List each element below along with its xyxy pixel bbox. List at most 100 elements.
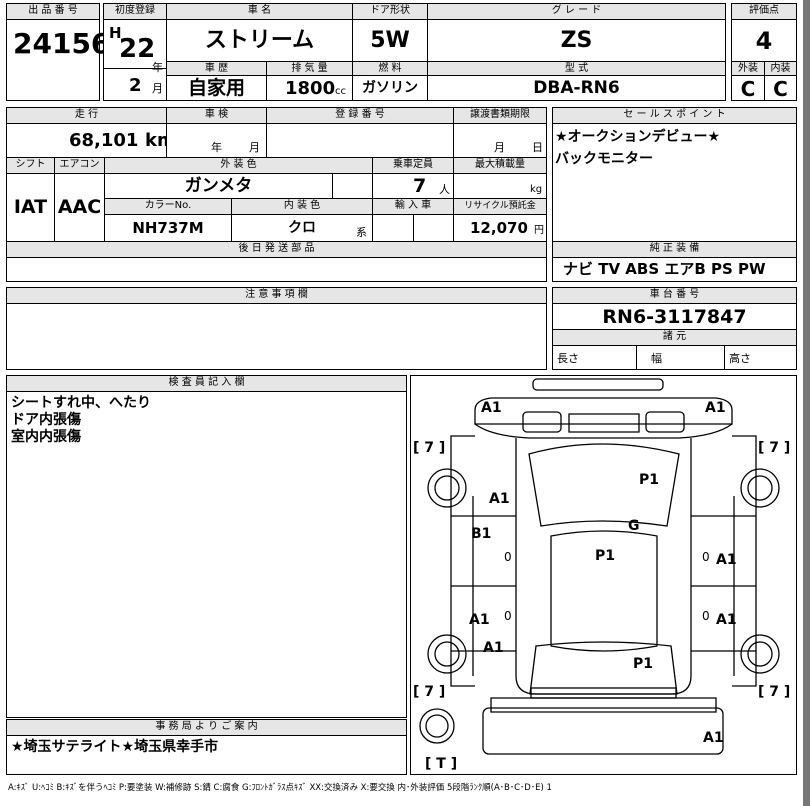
month-unit: 月 [152,82,163,95]
year-unit: 年 [152,61,163,74]
length-cell: 長さ [552,345,637,370]
damage-mark: A1 [469,612,490,628]
transfer-cell: 月 日 [453,123,547,158]
lot-number: 24156 [13,27,111,60]
mileage: 68,101 [69,130,139,151]
color-no: NH737M [132,219,204,237]
aircon: AAC [57,196,102,218]
interior-grade: C [773,77,788,101]
inspector-note-2: ドア内張傷 [11,412,81,428]
notes-cell [6,303,547,370]
office-note: ★埼玉サテライト★埼玉県幸手市 [11,739,219,755]
displacement-cell: 1800 cc [266,75,353,101]
aircon-cell: AAC [54,173,105,242]
color-no-label: カラーNo. [104,198,232,215]
model-cell: DBA-RN6 [427,75,726,101]
ext-color-extra [332,173,373,199]
ext-color-label: 外 装 色 [104,157,373,174]
shift-label: シフト [6,157,55,174]
max-load-cell: kg [453,173,547,199]
first-reg-cell: H 22 年 2 月 [103,19,167,101]
sales-point-label: セ ー ル ス ポ イ ン ト [552,107,797,124]
inspector-note-3: 室内内張傷 [11,429,81,445]
damage-mark: B1 [471,526,492,542]
equipment-label: 純 正 装 備 [552,241,797,258]
car-name: ストリーム [204,28,315,53]
max-load-label: 最大積載量 [453,157,547,174]
cc-unit: cc [335,86,346,97]
tire-tread-rl: [ 7 ] [413,684,446,700]
fuel-label: 燃 料 [352,61,428,76]
length-label: 長さ [557,352,579,365]
zero-mark: 0 [702,550,710,564]
equipment-cell: ナビ TV ABS エアB PS PW [552,257,797,282]
score: 4 [755,27,773,55]
tire-tread-fr: [ 7 ] [758,440,791,456]
interior-cell: C [764,75,797,101]
office-cell: ★埼玉サテライト★埼玉県幸手市 [6,735,407,775]
inspection-cell: 年 月 [166,123,267,158]
transfer-day-unit: 日 [532,141,543,154]
zero-mark: 0 [504,609,512,623]
exterior-grade: C [740,77,756,101]
color-no-cell: NH737M [104,214,232,242]
office-label: 事 務 局 よ り ご 案 内 [6,719,407,736]
car-diagram: A1 A1 A1 P1 G B1 P1 A1 A1 A1 A1 P1 A1 [ … [410,375,797,775]
door-label: ドア形状 [352,3,428,20]
car-name-cell: ストリーム [166,19,353,62]
int-color-label: 内 装 色 [231,198,373,215]
damage-mark: P1 [595,548,616,564]
damage-mark: A1 [489,491,510,507]
model-label: 型 式 [427,61,726,76]
lot-label: 出 品 番 号 [6,3,100,20]
chassis-number: RN6-3117847 [602,306,747,328]
int-color: クロ [288,220,316,236]
shift-cell: IAT [6,173,55,242]
capacity: 7 [413,175,427,197]
sales-point-2: バックモニター [555,151,653,167]
car-diagram-drawing [419,378,780,755]
inspection-month-unit: 月 [249,141,260,154]
import-cell-1 [372,214,414,242]
damage-mark: G [628,518,640,534]
era: H [109,24,122,42]
import-label: 輸 入 車 [372,198,454,215]
mileage-label: 走 行 [6,107,167,124]
damage-mark: A1 [481,400,502,416]
damage-mark: A1 [703,730,724,746]
fuel: ガソリン [362,80,418,96]
inspector-note-1: シートすれ中、へたり [11,395,151,411]
model-code: DBA-RN6 [533,78,620,98]
transfer-month-unit: 月 [494,141,505,154]
car-name-label: 車 名 [166,3,353,20]
import-cell-2 [413,214,454,242]
interior-label: 内装 [764,61,797,76]
inspector-notes-cell: シートすれ中、へたり ドア内張傷 室内内張傷 [6,391,407,718]
inspector-label: 検 査 員 記 入 欄 [6,375,407,392]
yen-unit: 円 [534,225,544,236]
displacement-label: 排 気 量 [266,61,353,76]
dims-label: 諸 元 [552,329,797,346]
door-cell: 5W [352,19,428,62]
history-cell: 自家用 [166,75,267,101]
damage-mark: A1 [483,640,504,656]
later-parts-label: 後 日 発 送 部 品 [6,241,547,258]
later-parts-cell [6,257,547,282]
history-label: 車 歴 [166,61,267,76]
int-color-cell: クロ 系 [231,214,373,242]
kei-unit: 系 [356,226,367,239]
width-label: 幅 [651,352,662,365]
lot-cell: 24156 [6,19,110,101]
recycle-fee: 12,070 [470,219,528,237]
damage-mark: A1 [716,612,737,628]
tire-tread-spare: [ T ] [425,756,458,772]
capacity-label: 乗車定員 [372,157,454,174]
zero-mark: 0 [504,550,512,564]
damage-mark: A1 [705,400,726,416]
score-cell: 4 [731,19,797,62]
transfer-label: 譲渡書類期限 [453,107,547,124]
ext-color: ガンメタ [184,176,253,196]
equipment-list: ナビ TV ABS エアB PS PW [563,260,766,278]
displacement: 1800 [285,78,336,99]
